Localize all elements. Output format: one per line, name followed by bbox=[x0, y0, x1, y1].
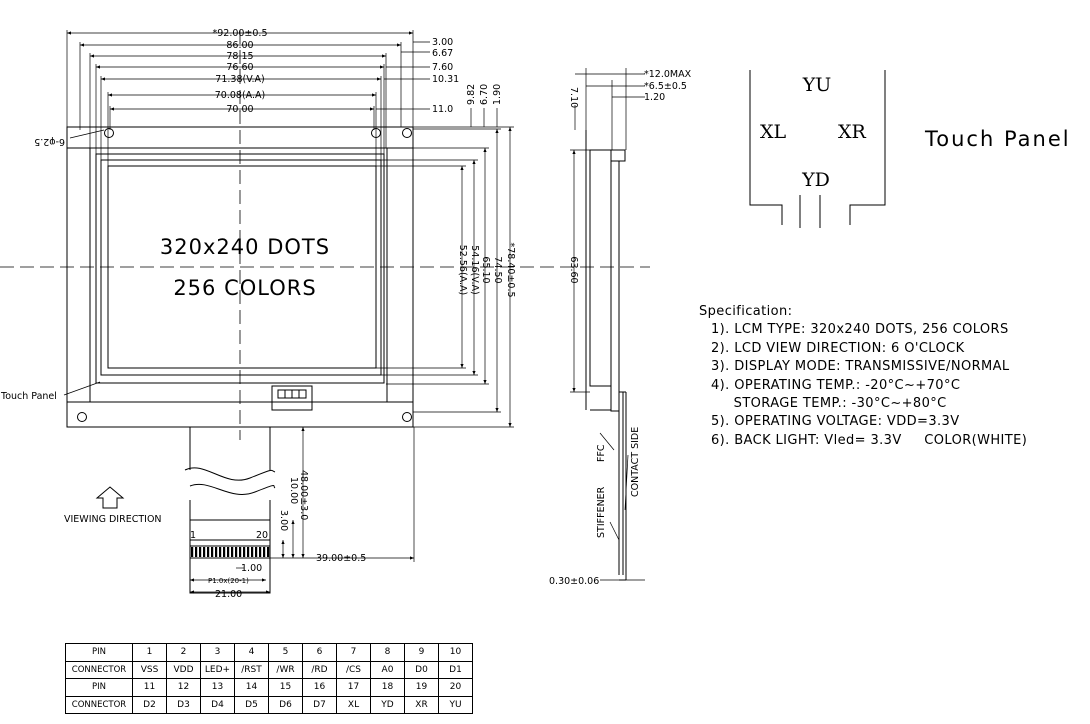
svg-text:FFC: FFC bbox=[596, 444, 607, 462]
yd-label: YD bbox=[801, 169, 830, 191]
top-dimension-labels: *92.00±0.5 86.00 78.15 76.60 71.38(V.A) … bbox=[212, 28, 459, 115]
svg-text:78.15: 78.15 bbox=[226, 51, 253, 62]
mounting-hole bbox=[402, 128, 412, 138]
touch-panel-outline bbox=[89, 147, 388, 403]
svg-text:11.0: 11.0 bbox=[432, 104, 453, 115]
touch-panel-title: Touch Panel bbox=[925, 127, 1071, 151]
svg-text:1.00: 1.00 bbox=[241, 563, 262, 574]
svg-text:10.31: 10.31 bbox=[432, 74, 459, 85]
svg-text:*6.5±0.5: *6.5±0.5 bbox=[644, 81, 687, 92]
svg-text:54.16(V.A): 54.16(V.A) bbox=[469, 245, 480, 294]
spec-item: STORAGE TEMP.: -30°C~+80°C bbox=[711, 396, 947, 412]
svg-text:*92.00±0.5: *92.00±0.5 bbox=[212, 28, 267, 39]
xl-label: XL bbox=[760, 121, 787, 143]
svg-text:10.00: 10.00 bbox=[288, 477, 299, 504]
up-arrow-icon bbox=[95, 486, 125, 509]
spec-item: 4). OPERATING TEMP.: -20°C~+70°C bbox=[711, 377, 961, 393]
viewing-area bbox=[100, 159, 382, 376]
fpc-dimensions bbox=[190, 427, 415, 594]
svg-text:*12.0MAX: *12.0MAX bbox=[644, 69, 692, 80]
top-dimensions bbox=[66, 30, 430, 166]
svg-text:CONTACT SIDE: CONTACT SIDE bbox=[630, 427, 641, 497]
spec-item: 5). OPERATING VOLTAGE: VDD=3.3V bbox=[711, 414, 960, 430]
svg-text:1.90: 1.90 bbox=[492, 84, 503, 105]
svg-text:STIFFENER: STIFFENER bbox=[596, 486, 607, 538]
fpc-contacts bbox=[189, 545, 271, 559]
spec-item: 6). BACK LIGHT: Vled= 3.3V COLOR(WHITE) bbox=[711, 432, 1028, 448]
svg-text:9.82: 9.82 bbox=[466, 84, 477, 105]
svg-text:7.10: 7.10 bbox=[568, 87, 579, 108]
svg-text:70.08(A.A): 70.08(A.A) bbox=[215, 90, 265, 101]
svg-text:3.00: 3.00 bbox=[278, 510, 289, 531]
spec-item: 3). DISPLAY MODE: TRANSMISSIVE/NORMAL bbox=[711, 359, 1010, 375]
svg-text:86.00: 86.00 bbox=[226, 40, 253, 51]
touch-panel-callout: Touch Panel bbox=[0, 391, 57, 402]
svg-text:74.50: 74.50 bbox=[492, 256, 503, 283]
spec-heading: Specification: bbox=[699, 304, 793, 319]
hole-label: 6-φ2.5 bbox=[34, 136, 65, 147]
svg-text:1: 1 bbox=[190, 530, 196, 541]
svg-text:3.00: 3.00 bbox=[432, 37, 453, 48]
svg-text:71.38(V.A): 71.38(V.A) bbox=[215, 74, 264, 85]
touch-connector bbox=[271, 385, 313, 411]
svg-text:P1.0x(20-1): P1.0x(20-1) bbox=[208, 577, 249, 585]
spec-item: 2). LCD VIEW DIRECTION: 6 O'CLOCK bbox=[711, 340, 965, 356]
svg-text:7.60: 7.60 bbox=[432, 62, 453, 73]
spec-item: 1). LCM TYPE: 320x240 DOTS, 256 COLORS bbox=[711, 322, 1009, 338]
display-line2: 256 COLORS bbox=[173, 276, 316, 300]
active-area bbox=[107, 165, 377, 369]
svg-text:21.00: 21.00 bbox=[215, 589, 242, 600]
viewing-direction-label: VIEWING DIRECTION bbox=[64, 514, 162, 525]
module-outline bbox=[66, 126, 414, 428]
xr-label: XR bbox=[838, 121, 867, 143]
svg-text:1.20: 1.20 bbox=[644, 92, 665, 103]
mounting-hole bbox=[77, 412, 87, 422]
mounting-hole bbox=[104, 128, 114, 138]
svg-text:20: 20 bbox=[256, 530, 268, 541]
vertical-dimensions bbox=[376, 108, 514, 428]
side-dimensions bbox=[570, 68, 645, 581]
svg-text:6.70: 6.70 bbox=[479, 84, 490, 105]
svg-text:52.56(A.A): 52.56(A.A) bbox=[457, 245, 468, 295]
fpc-contact-pads bbox=[191, 547, 270, 557]
svg-text:63.60: 63.60 bbox=[568, 256, 579, 283]
specification-block: Specification: 1). LCM TYPE: 320x240 DOT… bbox=[699, 303, 1027, 450]
svg-text:*78.40±0.5: *78.40±0.5 bbox=[505, 242, 516, 297]
svg-text:39.00±0.5: 39.00±0.5 bbox=[316, 553, 366, 564]
yu-label: YU bbox=[802, 74, 832, 96]
svg-text:70.00: 70.00 bbox=[226, 104, 253, 115]
vertical-dimension-labels: 52.56(A.A) 54.16(V.A) 65.10 74.50 *78.40… bbox=[457, 84, 516, 298]
front-view bbox=[66, 126, 414, 594]
svg-text:65.10: 65.10 bbox=[480, 256, 491, 283]
svg-text:6.67: 6.67 bbox=[432, 48, 453, 59]
svg-text:76.60: 76.60 bbox=[226, 62, 253, 73]
mounting-hole bbox=[402, 412, 412, 422]
display-line1: 320x240 DOTS bbox=[160, 235, 330, 259]
touch-panel-schematic bbox=[749, 70, 886, 228]
side-body bbox=[589, 149, 612, 387]
svg-text:48.00±3.0: 48.00±3.0 bbox=[298, 470, 309, 520]
svg-text:0.30±0.06: 0.30±0.06 bbox=[549, 576, 599, 587]
